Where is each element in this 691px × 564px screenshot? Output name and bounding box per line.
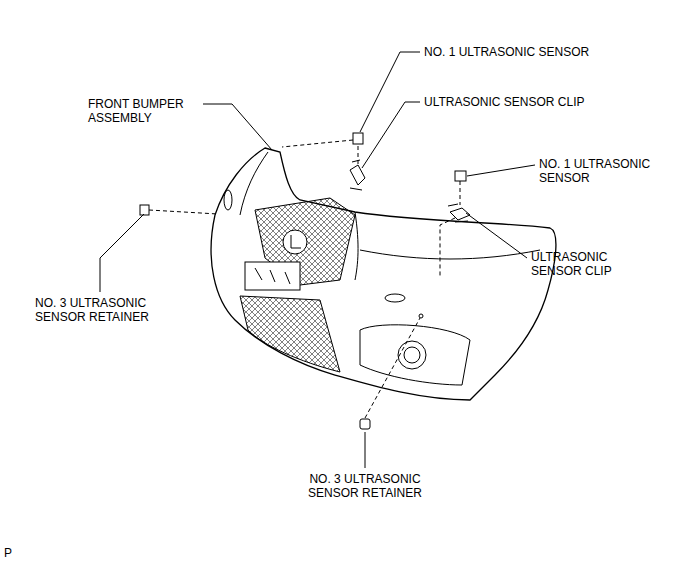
sensor-retainer [140,205,149,215]
part-label: P [4,546,12,560]
ultrasonic-sensor [455,171,466,181]
part-label: NO. 3 ULTRASONIC SENSOR RETAINER [290,472,440,500]
sensor-hole [419,314,423,318]
part-label: ULTRASONIC SENSOR CLIP [424,95,584,109]
part-label: NO. 1 ULTRASONIC SENSOR [424,45,589,59]
part-label: ULTRASONIC SENSOR CLIP [531,250,631,278]
part-label: FRONT BUMPER ASSEMBLY [88,97,200,125]
emblem-mark [291,235,301,248]
part-label: NO. 3 ULTRASONIC SENSOR RETAINER [35,296,170,324]
plate-clips [255,268,290,284]
emblem [283,230,307,254]
fog-lamp [398,341,426,369]
sensor-retainer [360,419,370,429]
headlamp-line [360,250,540,259]
bumper-outline [211,148,556,400]
ultrasonic-sensor [353,133,363,144]
assembly-line [149,140,460,418]
leader-line [100,52,535,468]
lower-grille [240,296,340,372]
side-marker [224,190,232,210]
part-label: NO. 1 ULTRASONIC SENSOR [539,157,669,185]
fog-lamp-inner [404,347,420,363]
plate-area [245,262,300,290]
marker-hole [385,294,405,302]
fog-opening [360,325,470,385]
sensor-clip [350,160,365,190]
